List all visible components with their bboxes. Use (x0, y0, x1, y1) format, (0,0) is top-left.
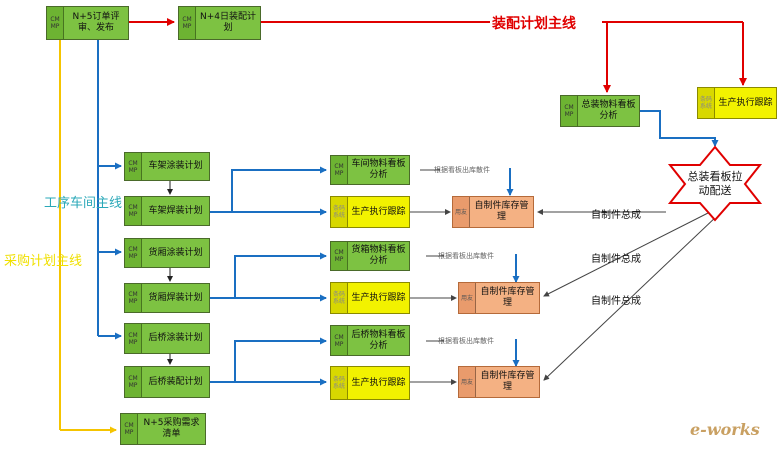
box-tag: CM MP (125, 197, 142, 225)
box-tag: 用友 (453, 197, 470, 227)
box-tag: CM MP (331, 326, 348, 355)
box-tag: CM MP (47, 7, 64, 39)
exec-tracking-2-box[interactable]: 条码系统 生产执行跟踪 (330, 282, 410, 314)
red-main-line (129, 18, 747, 93)
box-tag: 用友 (459, 283, 476, 313)
frame-paint-plan-box[interactable]: CM MP 车架涂装计划 (124, 152, 210, 181)
kanban-out-label-2: 根据看板出库散件 (438, 252, 494, 260)
box-text: 货厢焊装计划 (148, 292, 203, 303)
yellow-purchase-line (59, 40, 117, 434)
box-tag: 条码系统 (698, 88, 715, 118)
box-tag: 条码系统 (331, 197, 348, 227)
box-text: 生产执行跟踪 (351, 206, 406, 217)
box-tag: 条码系统 (331, 283, 348, 313)
rear-axle-assembly-plan-box[interactable]: CM MP 后桥装配计划 (124, 366, 210, 398)
kanban-out-label-3: 根据看板出库散件 (438, 337, 494, 345)
workshop-kanban-2-box[interactable]: CM MP 货箱物料看板分析 (330, 241, 410, 271)
box-text: 自制件库存管理 (480, 371, 535, 392)
finished-label-3: 自制件总成 (591, 296, 641, 307)
box-tag: 用友 (459, 367, 476, 397)
box-text: 自制件库存管理 (474, 201, 529, 222)
workshop-kanban-3-box[interactable]: CM MP 后桥物料看板分析 (330, 325, 410, 356)
eworks-logo: e-works (690, 420, 760, 439)
cargo-weld-plan-box[interactable]: CM MP 货厢焊装计划 (124, 283, 210, 313)
box-text: 车架焊装计划 (148, 205, 203, 216)
box-text: 后桥装配计划 (148, 376, 203, 387)
box-text: N+5订单评审、发布 (72, 12, 120, 33)
inventory-mgmt-2-box[interactable]: 用友 自制件库存管理 (458, 282, 540, 314)
box-tag: CM MP (125, 284, 142, 312)
box-tag: CM MP (561, 96, 578, 126)
exec-tracking-top-box[interactable]: 条码系统 生产执行跟踪 (697, 87, 777, 119)
inventory-mgmt-3-box[interactable]: 用友 自制件库存管理 (458, 366, 540, 398)
box-text: 生产执行跟踪 (351, 377, 406, 388)
n5-order-review-box[interactable]: CM MP N+5订单评审、发布 (46, 6, 129, 40)
box-text: 自制件库存管理 (480, 287, 535, 308)
purchase-mainline-label: 采购计划主线 (4, 254, 83, 269)
finished-label-2: 自制件总成 (591, 254, 641, 265)
box-tag: CM MP (331, 156, 348, 184)
box-tag: 条码系统 (331, 367, 348, 399)
finished-label-1: 自制件总成 (591, 210, 641, 221)
box-text: 生产执行跟踪 (718, 97, 773, 108)
box-text: 生产执行跟踪 (351, 292, 406, 303)
inventory-mgmt-1-box[interactable]: 用友 自制件库存管理 (452, 196, 534, 228)
n5-purchase-list-box[interactable]: CM MP N+5采购需求清单 (120, 413, 206, 445)
box-text: 货厢涂装计划 (148, 247, 203, 258)
kanban-out-label-1: 根据看板出库散件 (434, 166, 490, 174)
box-tag: CM MP (125, 324, 142, 353)
box-text: 后桥涂装计划 (148, 333, 203, 343)
box-text: N+4日装配计划 (200, 12, 256, 33)
box-text: 后桥物料看板分析 (351, 329, 406, 351)
workshop-mainline-label: 工序车间主线 (44, 196, 123, 211)
box-tag: CM MP (331, 242, 348, 270)
box-text: N+5采购需求清单 (143, 418, 200, 439)
cargo-paint-plan-box[interactable]: CM MP 货厢涂装计划 (124, 238, 210, 268)
assembly-plan-mainline-label: 装配计划主线 (492, 16, 576, 32)
box-tag: CM MP (125, 239, 142, 267)
kanban-star (667, 145, 763, 222)
frame-weld-plan-box[interactable]: CM MP 车架焊装计划 (124, 196, 210, 226)
blue-workshop-line (97, 40, 719, 386)
box-tag: CM MP (121, 414, 138, 444)
rear-axle-paint-plan-box[interactable]: CM MP 后桥涂装计划 (124, 323, 210, 354)
box-text: 货箱物料看板分析 (351, 245, 406, 266)
workshop-kanban-1-box[interactable]: CM MP 车间物料看板分析 (330, 155, 410, 185)
box-tag: CM MP (125, 153, 142, 180)
exec-tracking-1-box[interactable]: 条码系统 生产执行跟踪 (330, 196, 410, 228)
exec-tracking-3-box[interactable]: 条码系统 生产执行跟踪 (330, 366, 410, 400)
box-text: 车间物料看板分析 (351, 159, 406, 180)
star-label: 总装看板拉动配送 (687, 170, 743, 197)
box-text: 车架涂装计划 (148, 161, 203, 171)
n4-assembly-plan-box[interactable]: CM MP N+4日装配计划 (178, 6, 261, 40)
box-tag: CM MP (179, 7, 196, 39)
box-tag: CM MP (125, 367, 142, 397)
gray-connectors (410, 169, 719, 385)
box-text: 总装物料看板分析 (581, 100, 636, 121)
final-kanban-analysis-box[interactable]: CM MP 总装物料看板分析 (560, 95, 640, 127)
